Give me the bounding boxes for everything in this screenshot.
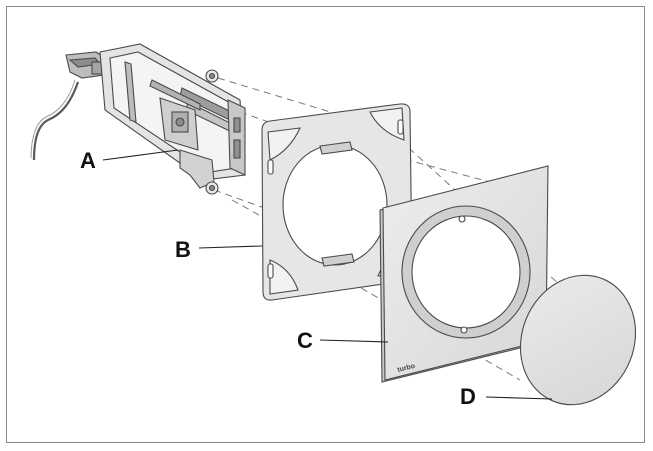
- callout-b: B: [175, 237, 191, 262]
- callout-a: A: [80, 148, 96, 173]
- callout-d: D: [460, 384, 476, 409]
- part-c-cover-plate: turbo: [379, 165, 549, 383]
- leader-lines: [102, 149, 553, 400]
- brand-mark: turbo: [397, 363, 416, 374]
- part-a-mounting-bracket: [30, 43, 246, 195]
- cable: [32, 81, 80, 161]
- part-d-cap-disc: [519, 274, 637, 406]
- callout-c: C: [297, 328, 313, 353]
- part-b-mounting-plate: [261, 103, 413, 301]
